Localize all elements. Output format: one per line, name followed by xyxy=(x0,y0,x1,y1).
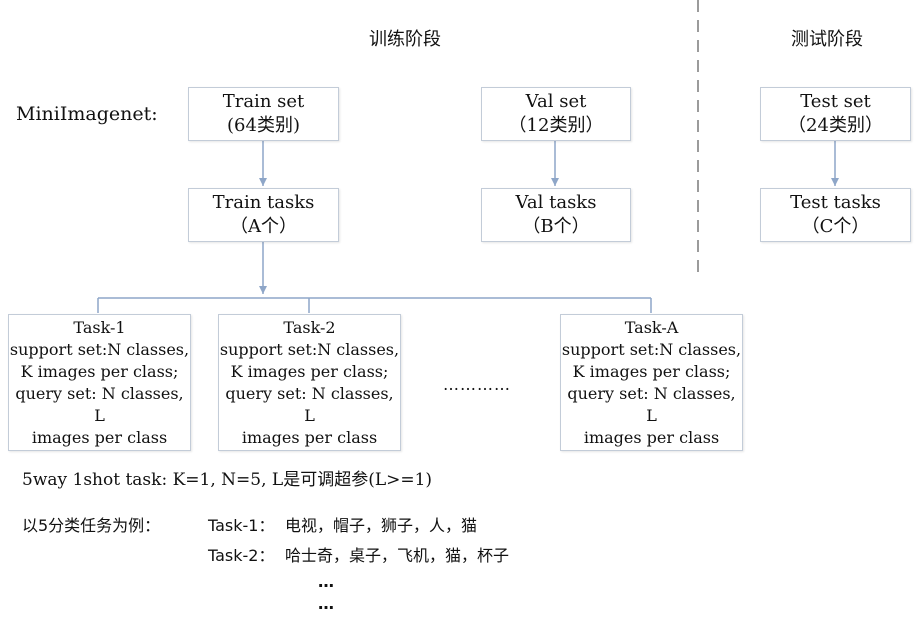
train-tasks-title: Train tasks xyxy=(212,192,315,213)
episode-note: 5way 1shot task: K=1, N=5, L是可调超参(L>=1) xyxy=(22,470,433,490)
task-support: support set:N classes, xyxy=(561,339,742,359)
test-set-count: （24类别） xyxy=(788,115,883,136)
task-box-2: Task-2 support set:N classes, K images p… xyxy=(218,314,401,451)
example-task1-items: 电视，帽子，狮子，人，猫 xyxy=(285,516,478,535)
val-tasks-title: Val tasks xyxy=(515,192,597,213)
example-more-2: … xyxy=(318,594,334,613)
task-name: Task-1 xyxy=(73,317,126,337)
test-tasks-title: Test tasks xyxy=(790,192,881,213)
dataset-label: MiniImagenet: xyxy=(16,103,158,125)
train-set-title: Train set xyxy=(222,91,305,112)
test-tasks-box: Test tasks （C个） xyxy=(760,188,911,242)
train-tasks-box: Train tasks （A个） xyxy=(188,188,339,242)
task-name: Task-2 xyxy=(283,317,336,337)
example-task2-items: 哈士奇，桌子，飞机，猫，杯子 xyxy=(285,546,510,565)
task-ellipsis: ………… xyxy=(443,375,511,394)
example-more-1: … xyxy=(318,572,334,591)
test-set-title: Test set xyxy=(800,91,871,112)
task-support-per: K images per class; xyxy=(20,361,179,381)
task-support-per: K images per class; xyxy=(230,361,389,381)
train-set-box: Train set (64类别) xyxy=(188,87,339,141)
example-task1-label: Task-1： xyxy=(208,516,275,535)
task-query: query set: N classes, L xyxy=(15,383,184,425)
task-query: query set: N classes, L xyxy=(225,383,394,425)
task-box-a: Task-A support set:N classes, K images p… xyxy=(560,314,743,451)
test-tasks-count: （C个） xyxy=(801,216,870,237)
example-intro: 以5分类任务为例： xyxy=(22,516,161,535)
test-set-box: Test set （24类别） xyxy=(760,87,911,141)
val-set-title: Val set xyxy=(525,91,587,112)
phase-label-train: 训练阶段 xyxy=(369,29,441,50)
task-support: support set:N classes, xyxy=(219,339,400,359)
train-set-count: (64类别) xyxy=(227,115,300,136)
val-tasks-box: Val tasks （B个） xyxy=(481,188,631,242)
task-support-per: K images per class; xyxy=(572,361,731,381)
task-box-1: Task-1 support set:N classes, K images p… xyxy=(8,314,191,451)
task-query: query set: N classes, L xyxy=(567,383,736,425)
val-set-box: Val set （12类别） xyxy=(481,87,631,141)
val-set-count: （12类别） xyxy=(508,115,604,136)
task-query-per: images per class xyxy=(31,427,168,447)
example-task2-label: Task-2： xyxy=(208,546,275,565)
train-tasks-count: （A个） xyxy=(230,216,297,237)
task-query-per: images per class xyxy=(241,427,378,447)
task-name: Task-A xyxy=(624,317,679,337)
task-query-per: images per class xyxy=(583,427,720,447)
task-support: support set:N classes, xyxy=(9,339,190,359)
phase-label-test: 测试阶段 xyxy=(791,29,863,50)
val-tasks-count: （B个） xyxy=(522,216,590,237)
